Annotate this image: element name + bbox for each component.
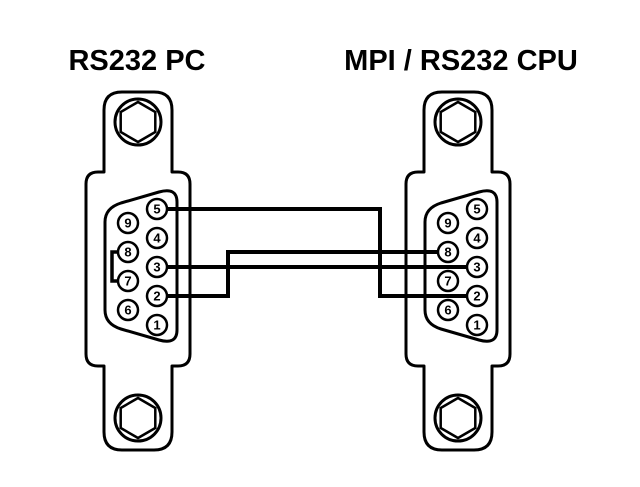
pin-circle [116, 298, 140, 322]
left-connector: 5 4 3 2 1 9 8 [84, 90, 192, 452]
left-connector-pin-9: 9 [116, 211, 140, 235]
pin-number: 6 [124, 303, 131, 318]
right-connector-title: MPI / RS232 CPU [344, 45, 578, 77]
right-connector-pin-2: 2 [465, 284, 489, 308]
pin-number: 9 [444, 216, 451, 231]
left-connector-pin-3: 3 [145, 255, 169, 279]
pin-number: 8 [444, 245, 451, 260]
pin-number: 1 [473, 318, 480, 333]
pin-number: 3 [153, 260, 160, 275]
right-top-screw-hex-nut [439, 100, 477, 144]
pin-number: 2 [473, 289, 480, 304]
left-connector-pin-2: 2 [145, 284, 169, 308]
pin-number: 3 [473, 260, 480, 275]
right-connector-pin-6: 6 [436, 298, 460, 322]
pin-circle [465, 226, 489, 250]
pin-circle [465, 197, 489, 221]
pin-number: 2 [153, 289, 160, 304]
pin-number: 7 [124, 274, 131, 289]
right-connector-pin-7: 7 [436, 269, 460, 293]
pin-number: 1 [153, 318, 160, 333]
jumper-pc-pin8-pin7 [110, 250, 118, 283]
right-connector-pin-8: 8 [436, 240, 460, 264]
left-connector-pin-8: 8 [116, 240, 140, 264]
left-connector-pin-1: 1 [145, 313, 169, 337]
pin-circle [465, 313, 489, 337]
pin-number: 8 [124, 245, 131, 260]
right-connector-pin-1: 1 [465, 313, 489, 337]
right-connector-pin-9: 9 [436, 211, 460, 235]
right-connector-pin-5: 5 [465, 197, 489, 221]
left-connector-title: RS232 PC [68, 45, 205, 77]
pin-number: 6 [444, 303, 451, 318]
pin-circle [436, 269, 460, 293]
left-connector-pin-4: 4 [145, 226, 169, 250]
left-connector-pin-7: 7 [116, 269, 140, 293]
right-connector-pin-4: 4 [465, 226, 489, 250]
pin-circle [436, 211, 460, 235]
pin-number: 5 [153, 202, 160, 217]
pin-circle [145, 226, 169, 250]
wire-pc-pin2-to-cpu-pin8 [167, 250, 438, 298]
pin-circle [116, 211, 140, 235]
pin-number: 9 [124, 216, 131, 231]
left-connector-pin-5: 5 [145, 197, 169, 221]
right-bottom-screw-hex-nut [439, 396, 477, 440]
pin-circle [436, 298, 460, 322]
left-connector-pin-6: 6 [116, 298, 140, 322]
pin-number: 7 [444, 274, 451, 289]
right-connector: 5 4 3 2 1 9 8 [404, 90, 512, 452]
left-top-screw-hex-nut [119, 100, 157, 144]
wires [110, 207, 467, 298]
right-connector-pin-3: 3 [465, 255, 489, 279]
left-bottom-screw-hex-nut [119, 396, 157, 440]
pin-number: 5 [473, 202, 480, 217]
pin-number: 4 [473, 231, 481, 246]
pin-circle [145, 313, 169, 337]
pin-number: 4 [153, 231, 161, 246]
